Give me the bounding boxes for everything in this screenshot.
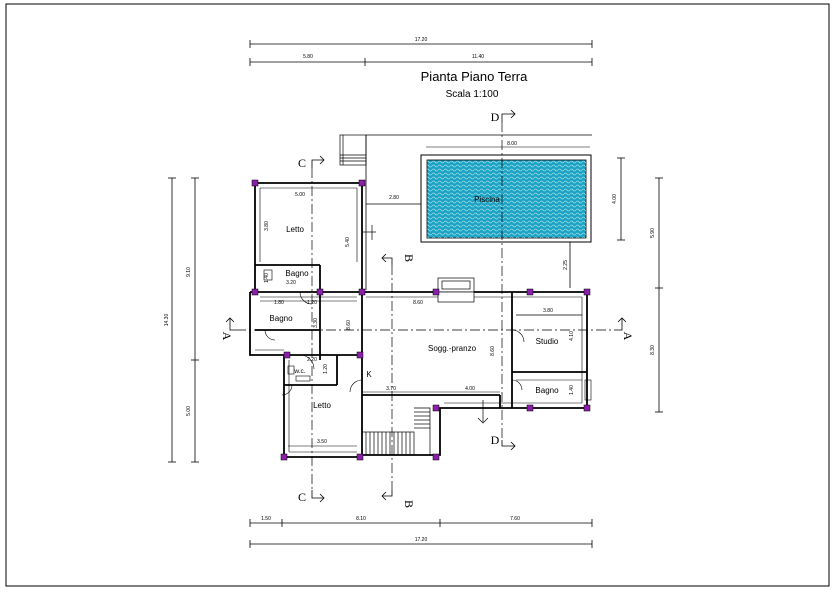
dim-col-a: 1.80 <box>274 300 284 306</box>
column-marker <box>358 288 366 296</box>
elevation-marks <box>362 225 489 424</box>
dim-studio-width: 3.80 <box>543 308 553 314</box>
dim-right-lower: 8.30 <box>650 345 656 355</box>
dim-pool-height: 4.00 <box>612 194 618 204</box>
section-b-top: B <box>402 254 416 262</box>
pool <box>420 146 592 243</box>
bottom-dimensions <box>249 519 593 548</box>
column-marker <box>251 288 259 296</box>
dim-living-side: 8.60 <box>346 320 352 330</box>
inner-dimension-lines <box>260 300 582 447</box>
column-marker <box>358 179 366 187</box>
section-c-top: C <box>298 156 306 170</box>
dim-right-upper: 5.90 <box>650 228 656 238</box>
dim-left-upper: 9.10 <box>186 267 192 277</box>
plan-title: Pianta Piano Terra <box>421 69 528 84</box>
section-d-bottom: D <box>491 433 500 447</box>
column-marker <box>356 453 364 461</box>
top-window <box>437 277 475 303</box>
left-dimensions <box>168 177 199 463</box>
dim-pool-width: 8.00 <box>507 141 517 147</box>
dim-wc-width: 2.20 <box>307 357 317 363</box>
dim-bagno-width: 3.20 <box>286 280 296 286</box>
dim-pool-to-house: 2.25 <box>563 260 569 270</box>
dim-bottom-b: 8.10 <box>356 516 366 522</box>
right-dimensions <box>617 157 663 413</box>
dim-living-depth-side: 8.60 <box>490 346 496 356</box>
dim-letto-side: 5.40 <box>345 237 351 247</box>
column-marker <box>356 351 364 359</box>
wc-fixtures <box>263 269 592 401</box>
room-letto-bottom: Letto <box>313 401 331 410</box>
column-marker <box>583 404 591 412</box>
room-letto-top: Letto <box>286 225 304 234</box>
section-d-top: D <box>491 110 500 124</box>
section-arrows <box>225 109 627 503</box>
section-c-bottom: C <box>298 490 306 504</box>
external-stairs <box>339 134 367 166</box>
room-bagno-right: Bagno <box>535 386 559 395</box>
door-swings <box>264 291 525 396</box>
dim-letto-depth: 3.80 <box>264 221 270 231</box>
top-dimensions <box>249 40 593 66</box>
dim-top-right: 11.40 <box>472 54 484 60</box>
column-marker <box>283 351 291 359</box>
dim-living-depth: 3.70 <box>386 386 396 392</box>
dim-left-lower: 5.00 <box>186 406 192 416</box>
section-b-bottom: B <box>402 500 416 508</box>
dim-wc-side: 1.20 <box>323 364 329 374</box>
column-marker <box>526 288 534 296</box>
dim-top-total: 17.20 <box>415 37 428 43</box>
drawing-frame <box>5 3 830 587</box>
plan-scale: Scala 1:100 <box>446 89 499 100</box>
column-marker <box>583 288 591 296</box>
dim-bottom-total: 17.20 <box>415 537 428 543</box>
internal-stairs <box>361 407 431 456</box>
structural-columns <box>251 179 591 461</box>
dim-bottom-a: 1.50 <box>261 516 271 522</box>
room-piscina: Piscina <box>474 195 500 204</box>
column-marker <box>280 453 288 461</box>
column-marker <box>316 288 324 296</box>
dim-right-part: 4.00 <box>465 386 475 392</box>
room-wc: w.c. <box>293 368 305 375</box>
dim-bagno-side: 1.40 <box>264 273 270 283</box>
room-bagno-left: Bagno <box>269 314 293 323</box>
column-marker <box>432 453 440 461</box>
section-a-right: A <box>621 332 635 341</box>
dim-left-total: 14.30 <box>164 314 170 327</box>
dim-bath-right-side: 1.40 <box>569 385 575 395</box>
column-marker <box>251 179 259 187</box>
dim-top-left: 5.80 <box>303 54 313 60</box>
column-marker <box>526 404 534 412</box>
column-marker <box>432 288 440 296</box>
column-marker <box>432 404 440 412</box>
room-bagno-top: Bagno <box>285 269 309 278</box>
dim-bottom-c: 7.60 <box>510 516 520 522</box>
dim-stair-side: 3.30 <box>313 318 319 328</box>
dim-studio-side: 4.10 <box>569 331 575 341</box>
dim-letto2-width: 3.50 <box>317 439 327 445</box>
section-lines <box>236 122 616 490</box>
dim-living-width: 8.60 <box>413 300 423 306</box>
room-soggiorno: Sogg.-pranzo <box>428 344 477 353</box>
room-k: K <box>366 370 372 379</box>
dim-pool-gap: 2.80 <box>389 195 399 201</box>
room-studio: Studio <box>536 337 559 346</box>
dim-letto-width: 5.00 <box>295 192 305 198</box>
section-a-left: A <box>220 332 234 341</box>
